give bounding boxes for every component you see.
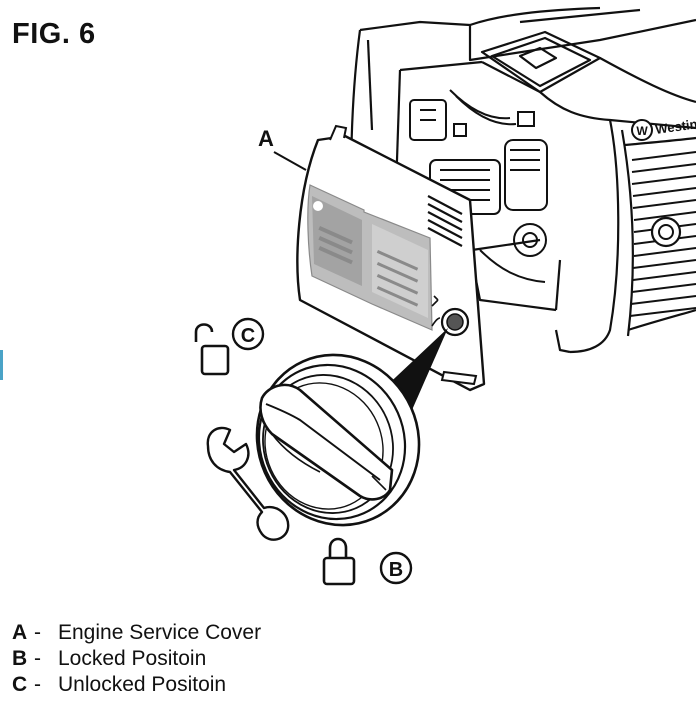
legend-separator: -: [34, 647, 41, 670]
wrench-icon: [206, 426, 290, 541]
generator-diagram: W Westinghouse: [0, 6, 696, 586]
callout-b-label: B: [389, 559, 403, 581]
legend-key: B: [12, 647, 28, 670]
legend-text: Engine Service Cover: [58, 621, 262, 644]
brand-logo-text: W: [636, 124, 648, 138]
brand-badge: W Westinghouse: [631, 110, 696, 141]
figure-title: FIG. 6: [12, 18, 96, 50]
front-grille: [629, 151, 696, 317]
knob-enlarged: [255, 353, 421, 527]
callout-a-label: A: [258, 126, 274, 151]
brand-name-text: Westinghouse: [654, 110, 696, 137]
padlock-open-icon: [194, 323, 230, 376]
generator-body: [350, 6, 696, 354]
legend-item-b: B - Locked Positoin: [12, 647, 261, 673]
legend-key: A: [12, 621, 28, 644]
engine-internals: [409, 89, 548, 283]
edge-mark: [0, 350, 3, 380]
legend-separator: -: [34, 621, 41, 644]
legend-text: Locked Positoin: [58, 647, 207, 670]
legend-separator: -: [34, 673, 41, 696]
legend-text: Unlocked Positoin: [58, 673, 227, 696]
legend-key: C: [12, 673, 28, 696]
callout-c-label: C: [241, 325, 255, 347]
padlock-closed-icon: [322, 537, 356, 586]
engine-service-cover: [296, 124, 486, 392]
callout-c: C: [231, 317, 265, 351]
legend-item-c: C - Unlocked Positoin: [12, 673, 261, 699]
callout-a: A: [258, 126, 307, 171]
callout-b: B: [379, 551, 413, 585]
legend: A - Engine Service Cover B - Locked Posi…: [12, 621, 261, 699]
legend-item-a: A - Engine Service Cover: [12, 621, 261, 647]
